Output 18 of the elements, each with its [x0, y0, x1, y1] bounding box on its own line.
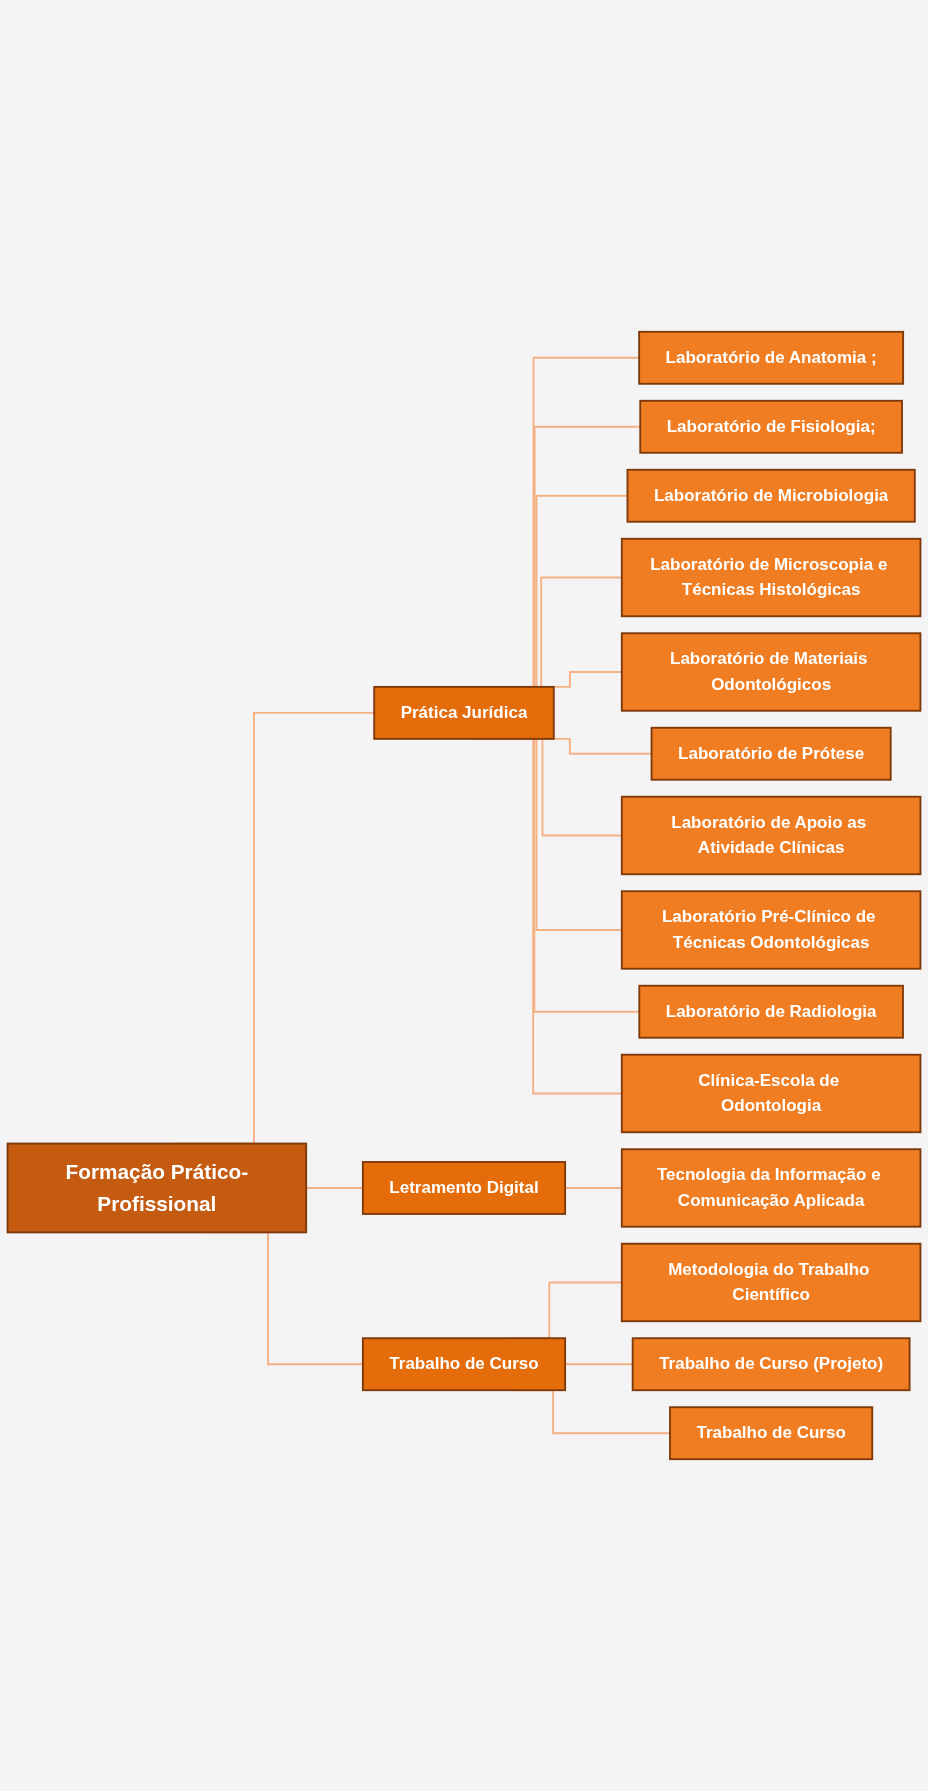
node-box: Laboratório de Apoio as Atividade Clínicas [620, 795, 922, 876]
node-box: Laboratório de Anatomia ; [638, 330, 905, 385]
node-box: Laboratório de Prótese [650, 726, 892, 781]
node-box: Prática Jurídica [373, 685, 555, 740]
node-box: Laboratório de Radiologia [638, 984, 904, 1039]
node-box: Clínica-Escola de Odontologia [620, 1053, 922, 1134]
node-box: Laboratório de Microscopia e Técnicas Histológicas [620, 537, 922, 618]
node-box: Trabalho de Curso [361, 1337, 567, 1392]
node-box: Laboratório de Materiais Odontológicos [620, 632, 922, 712]
node-box: Laboratório de Fisiologia; [639, 399, 903, 454]
node-box: Formação Prático-Profissional [6, 1142, 308, 1234]
node-box: Tecnologia da Informação e Comunicação Aplicada [620, 1148, 922, 1228]
node-box: Laboratório de Microbiologia [626, 468, 916, 523]
node-box: Trabalho de Curso (Projeto) [631, 1337, 911, 1392]
node-box: Laboratório Pré-Clínico de Técnicas Odontológicas [620, 890, 922, 970]
node-box: Letramento Digital [361, 1161, 567, 1215]
node-box: Metodologia do Trabalho Científico [620, 1242, 922, 1323]
node-box: Trabalho de Curso [669, 1406, 874, 1461]
